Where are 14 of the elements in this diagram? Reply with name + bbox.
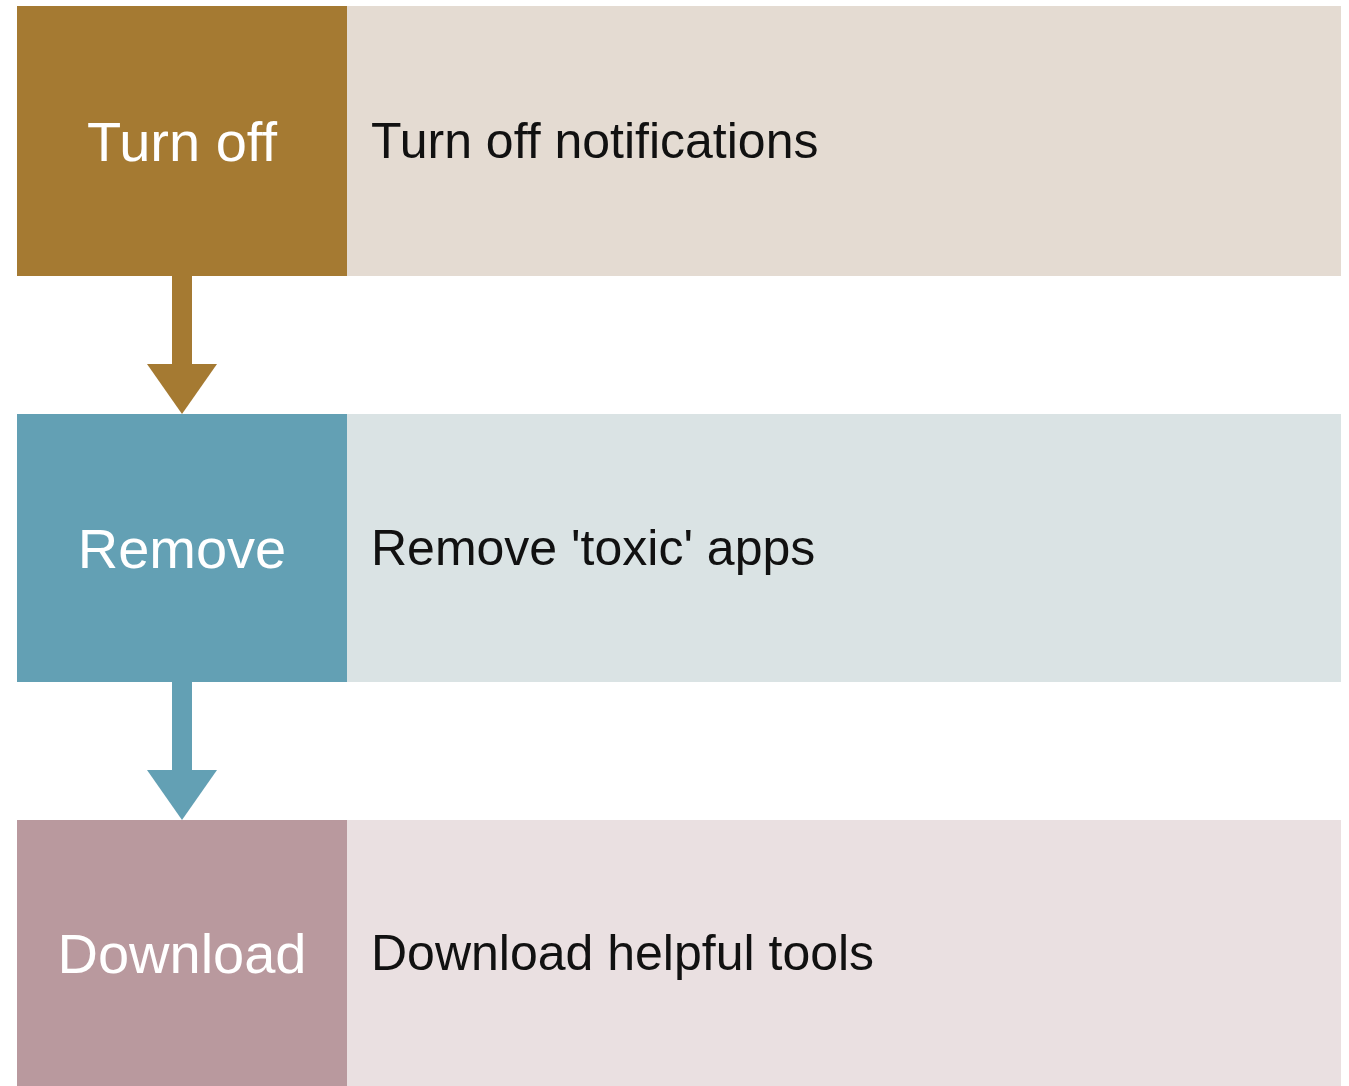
description-box [347, 6, 1341, 276]
step-box [17, 414, 347, 682]
arrow [147, 276, 217, 414]
arrow [147, 682, 217, 820]
step-label: Turn off [87, 108, 277, 174]
description-box [347, 414, 1341, 682]
step-label: Remove [77, 515, 287, 581]
step-label: Download [57, 920, 307, 986]
step-box [17, 820, 347, 1086]
step-box [17, 6, 347, 276]
description-box [347, 820, 1341, 1086]
step-description: Download helpful tools [371, 924, 875, 982]
step-description: Remove 'toxic' apps [371, 519, 816, 577]
step-description: Turn off notifications [371, 112, 819, 170]
